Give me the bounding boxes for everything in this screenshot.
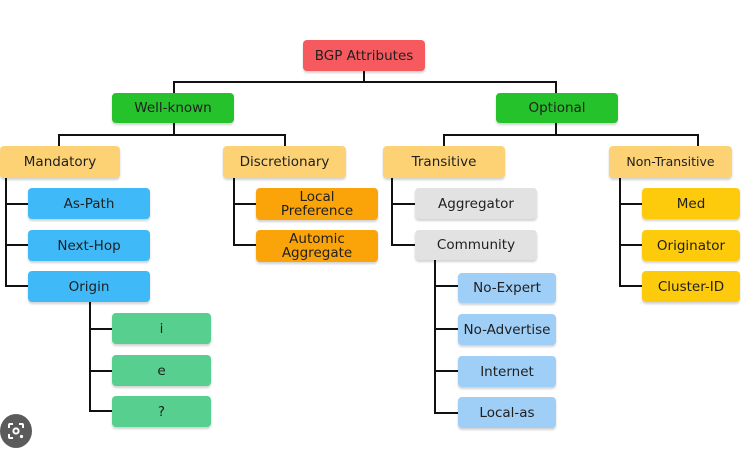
node-internet: Internet [458, 356, 556, 387]
connector [233, 203, 256, 205]
node-bgp-attributes: BGP Attributes [303, 40, 425, 71]
node-non-transitive: Non-Transitive [609, 146, 732, 178]
node-med: Med [642, 188, 740, 219]
node-originator: Originator [642, 230, 740, 261]
connector [233, 178, 235, 246]
node-atomic-aggregate: Automic Aggregate [256, 230, 378, 262]
connector [5, 285, 28, 287]
connector [5, 244, 28, 246]
node-next-hop: Next-Hop [28, 230, 150, 261]
connector [89, 370, 112, 372]
node-origin-incomplete: ? [112, 396, 211, 427]
connector [173, 81, 557, 83]
connector [58, 134, 286, 136]
node-cluster-id: Cluster-ID [642, 271, 740, 302]
connector [5, 178, 7, 287]
node-local-as: Local-as [458, 397, 556, 428]
node-origin-e: e [112, 355, 211, 386]
node-as-path: As-Path [28, 188, 150, 219]
connector [173, 123, 175, 135]
node-discretionary: Discretionary [223, 146, 346, 178]
node-label-line: Aggregate [281, 245, 353, 261]
connector [619, 244, 642, 246]
connector [443, 134, 445, 146]
connector [619, 203, 642, 205]
node-origin: Origin [28, 271, 150, 302]
connector [391, 244, 415, 246]
connector [434, 370, 458, 372]
node-mandatory: Mandatory [0, 146, 120, 178]
connector [89, 328, 112, 330]
node-community: Community [415, 230, 537, 260]
node-label-line: Local [299, 189, 335, 205]
connector [363, 71, 365, 83]
node-aggregator: Aggregator [415, 188, 537, 219]
connector [434, 260, 436, 414]
connector [434, 412, 458, 414]
connector [619, 285, 642, 287]
connector [89, 410, 112, 412]
connector [284, 134, 286, 146]
node-well-known: Well-known [112, 93, 234, 123]
connector [555, 81, 557, 93]
node-label-line: Preference [280, 203, 354, 219]
node-local-preference: Local Preference [256, 188, 378, 220]
connector [434, 328, 458, 330]
connector [443, 134, 699, 136]
connector [434, 285, 458, 287]
connector [391, 203, 415, 205]
node-no-advertise: No-Advertise [458, 314, 556, 345]
google-lens-icon [8, 423, 24, 439]
connector [233, 244, 256, 246]
node-optional: Optional [496, 93, 618, 123]
node-origin-i: i [112, 313, 211, 344]
connector [173, 81, 175, 93]
connector [5, 203, 28, 205]
node-no-expert: No-Expert [458, 273, 556, 303]
connector [58, 134, 60, 146]
connector [391, 178, 393, 246]
connector [89, 302, 91, 412]
connector [555, 123, 557, 135]
connector [619, 178, 621, 287]
connector [697, 134, 699, 146]
google-lens-button[interactable] [0, 414, 32, 448]
node-transitive: Transitive [383, 146, 505, 178]
node-label-line: Automic [289, 231, 345, 247]
